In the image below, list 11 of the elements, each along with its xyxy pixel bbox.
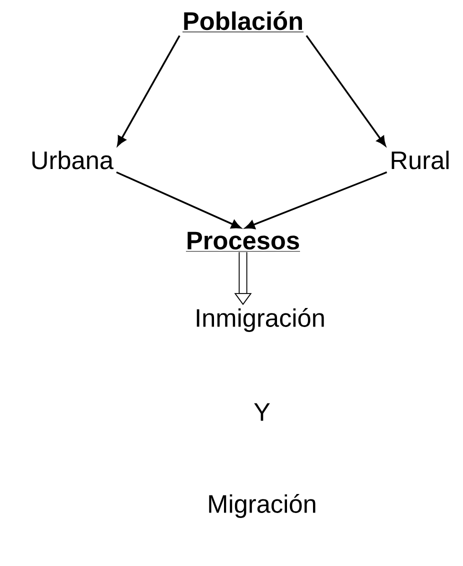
- label-text: Migración: [209, 494, 316, 518]
- arrow: [244, 171, 388, 230]
- node-text: Urbana: [32, 150, 114, 170]
- heading-text: Población: [182, 11, 304, 32]
- node-text: Inmigración: [196, 308, 324, 332]
- arrow: [116, 171, 242, 229]
- node-text: Rural: [392, 150, 449, 170]
- arrow: [306, 35, 386, 146]
- heading-text: Procesos: [186, 232, 300, 252]
- label-text: Y: [254, 403, 270, 421]
- arrow: [117, 35, 180, 146]
